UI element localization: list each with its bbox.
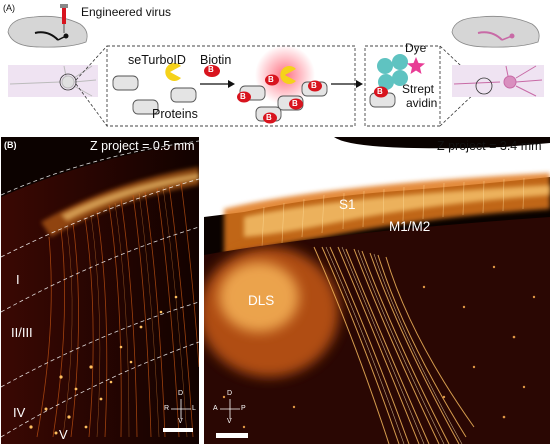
orientation-top: D [178, 390, 184, 397]
left-neuron-icon [9, 65, 97, 97]
layer-label-v: V [59, 427, 68, 442]
labeling-box [106, 45, 356, 127]
panel-c-label: (C) [207, 140, 220, 150]
biotin-token: B [240, 92, 246, 101]
panel-b-label: (B) [4, 140, 17, 150]
biotin-token: B [266, 113, 272, 122]
seturboid-active-icon [280, 65, 296, 84]
orientation-cross [171, 399, 191, 419]
layer-label-iv: IV [13, 405, 26, 420]
biotin-token: B [292, 99, 298, 108]
orientation-right: P [241, 405, 246, 412]
panel-b-image: (B) Z project = 0.5 mm I II/III IV V D V… [1, 137, 199, 444]
region-label-s1: S1 [339, 197, 356, 212]
panel-a-schematic [7, 4, 544, 127]
syringe-icon [60, 4, 68, 33]
protein-icon [132, 99, 159, 115]
panel-a: (A) Engineered virus seTurboID Proteins … [0, 0, 550, 132]
layer-label-i: I [16, 272, 20, 287]
right-neuron-icon [453, 65, 543, 97]
scale-bar [163, 428, 193, 432]
zoom-circle-right [475, 77, 493, 95]
detection-box [364, 45, 441, 127]
right-brain-icon [451, 15, 540, 48]
biotin-label: Biotin [200, 53, 232, 67]
avidin-label: avidin [406, 96, 438, 110]
panel-a-label: (A) [3, 3, 15, 13]
protein-icon [170, 87, 197, 103]
arrow-right-icon [228, 80, 235, 88]
biotin-token: B [377, 87, 383, 96]
proteins-label: Proteins [152, 107, 198, 121]
orientation-bottom: V [178, 418, 183, 425]
fiber-bundle [313, 246, 475, 444]
biotin-icon [374, 86, 388, 98]
protein-icon [112, 75, 139, 91]
dye-label: Dye [405, 41, 427, 55]
seturboid-icon [165, 63, 181, 81]
panel-c-zproject: Z project = 3.4 mm [437, 139, 542, 153]
streptavidin-icon [377, 54, 408, 90]
strept-label: Strept [402, 82, 435, 96]
enzyme-label: seTurboID [128, 53, 186, 67]
biotin-token: B [208, 65, 214, 74]
layer-label-ii-iii: II/III [11, 325, 33, 340]
scale-bar [216, 433, 248, 438]
biotin-tags [237, 74, 322, 124]
region-label-m1-m2: M1/M2 [389, 219, 431, 234]
biotin-token: B [268, 75, 274, 84]
panel-b-zproject: Z project = 0.5 mm [90, 139, 195, 153]
cortex-projection-image [1, 137, 199, 444]
arrow-right-icon [356, 80, 363, 88]
layer-boundaries [1, 140, 199, 438]
left-brain-icon [7, 15, 88, 48]
zoom-circle-left [59, 73, 77, 91]
orientation-right: L [192, 405, 196, 412]
virus-label: Engineered virus [81, 5, 172, 19]
panel-c-image: (C) Z project = 3.4 mm S1 M1/M2 DLS D V … [204, 137, 550, 444]
region-label-dls: DLS [248, 293, 275, 308]
biotin-icon [204, 65, 220, 77]
brain-projection-image [204, 137, 550, 444]
orientation-top: D [227, 390, 233, 397]
dye-star-icon [407, 57, 425, 74]
orientation-cross [220, 399, 240, 419]
orientation-bottom: V [227, 418, 232, 425]
orientation-left: A [213, 405, 218, 412]
biotin-token: B [311, 81, 317, 90]
orientation-left: R [164, 405, 170, 412]
